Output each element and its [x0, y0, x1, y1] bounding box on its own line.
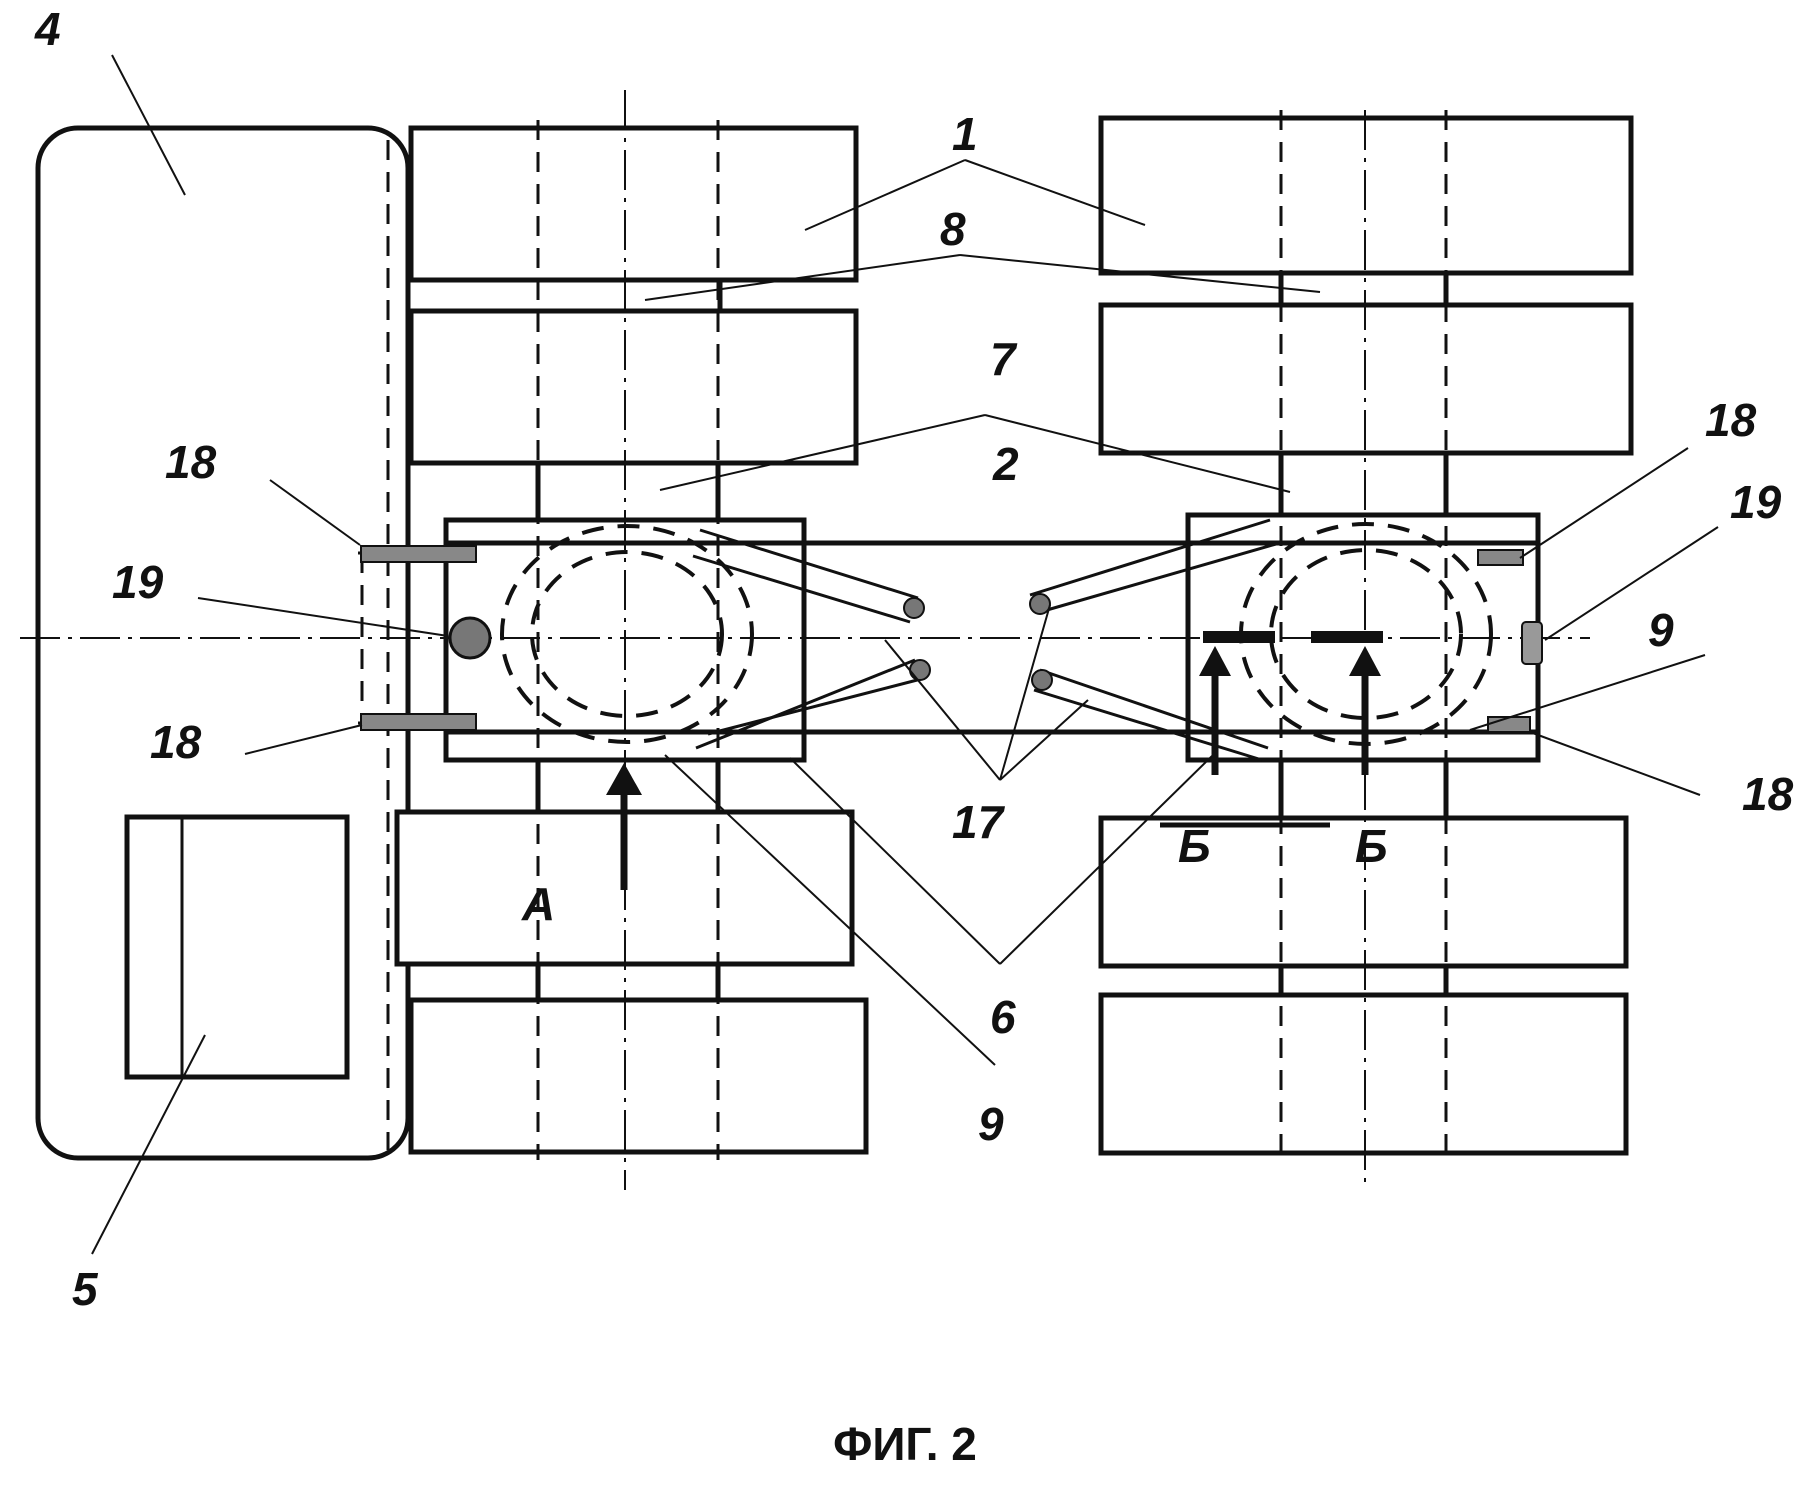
label-18-top-right: 18 [1705, 394, 1757, 446]
label-8: 8 [940, 203, 966, 255]
wheel-front-left-inner [408, 308, 859, 466]
pad-front-bottom [360, 713, 477, 731]
label-5: 5 [72, 1263, 99, 1315]
label-b1: Б [1178, 820, 1211, 872]
label-18-top-left: 18 [165, 436, 217, 488]
label-18-bottom-right: 18 [1742, 768, 1794, 820]
front-turntable-outer [500, 524, 754, 744]
label-b2: Б [1355, 820, 1388, 872]
wheel-front-left-outer [408, 125, 859, 283]
pad-front-top [360, 545, 477, 563]
cylinder-front-upper [692, 528, 925, 624]
section-bar-b1 [1203, 631, 1275, 643]
label-a: А [521, 878, 555, 930]
cylinder-rear-lower [1031, 668, 1269, 762]
control-box [124, 814, 350, 1080]
pad-rear-top [1477, 549, 1524, 566]
label-2: 2 [992, 438, 1019, 490]
wheel-front-right-outer [408, 997, 869, 1155]
arrow-b2 [1349, 646, 1381, 775]
rear-turntable-inner [1269, 548, 1463, 720]
front-turntable-inner [530, 550, 724, 718]
pin-front [448, 616, 492, 660]
wheel-rear-right-inner [1098, 815, 1629, 969]
wheel-rear-right-outer [1098, 992, 1629, 1156]
label-9-right: 9 [1648, 604, 1674, 656]
label-1: 1 [952, 108, 978, 160]
figure-caption: ФИГ. 2 [833, 1418, 977, 1470]
label-9-bottom: 9 [978, 1098, 1004, 1150]
label-17: 17 [952, 796, 1006, 848]
label-19-left: 19 [112, 556, 164, 608]
arrow-a [606, 763, 642, 890]
pin-rear [1521, 621, 1543, 665]
arrow-b1 [1199, 646, 1231, 775]
leader-lines [91, 54, 1719, 1255]
cab-body [35, 125, 411, 1161]
pad-rear-bottom [1487, 716, 1531, 733]
label-7: 7 [990, 333, 1018, 385]
label-19-right: 19 [1730, 476, 1782, 528]
cylinder-rear-upper [1029, 518, 1277, 615]
section-bar-b2 [1311, 631, 1383, 643]
label-4: 4 [34, 3, 61, 55]
label-18-bottom-left: 18 [150, 716, 202, 768]
label-6: 6 [990, 991, 1016, 1043]
cylinder-front-lower [695, 658, 931, 750]
